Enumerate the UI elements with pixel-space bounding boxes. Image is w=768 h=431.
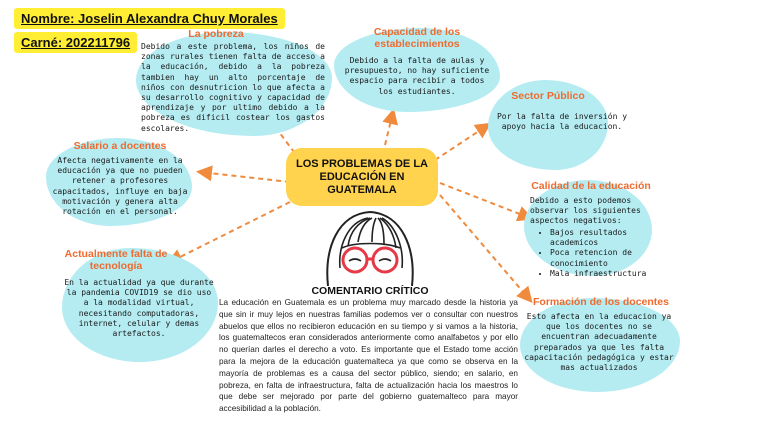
capacidad-title-line-2: establecimientos	[374, 38, 460, 50]
capacidad-bubble	[334, 28, 500, 112]
tecnologia-bubble	[62, 248, 218, 362]
calidad-bubble	[524, 180, 652, 276]
formacion-text: Esto afecta en la educacion ya que los d…	[524, 312, 674, 373]
salario-bubble	[46, 138, 192, 226]
arrow-to-formacion	[439, 194, 533, 304]
calidad-title: Calidad de la educación	[531, 180, 651, 192]
capacidad-text: Debido a la falta de aulas y presupuesto…	[344, 56, 490, 96]
pobreza-title: La pobreza	[188, 28, 244, 40]
central-topic: LOS PROBLEMAS DE LA EDUCACIÓN EN GUATEMA…	[286, 148, 438, 206]
pobreza-bubble	[136, 32, 332, 136]
tecnologia-text: En la actualidad ya que durante la pande…	[64, 278, 214, 339]
salario-text: Afecta negativamente en la educación ya …	[52, 156, 188, 217]
central-topic-line-1: LOS PROBLEMAS DE LA	[295, 157, 428, 170]
girl-illustration-icon	[326, 210, 414, 286]
calidad-item: Poca retencion de conocimiento	[550, 248, 674, 268]
tecnologia-title-line-2: tecnología	[89, 260, 143, 272]
salario-title: Salario a docentes	[73, 140, 167, 152]
arrow-to-salario	[196, 165, 291, 183]
calidad-intro: Debido a esto podemos observar los sigui…	[530, 196, 641, 226]
arrow-to-calidad	[439, 182, 534, 222]
calidad-list: Bajos resultados academicos Poca retenci…	[536, 228, 674, 279]
central-topic-line-2: EDUCACIÓN EN	[319, 170, 405, 183]
formacion-title: Formación de los docentes	[533, 296, 669, 308]
tecnologia-title-line-1: Actualmente falta de	[64, 248, 168, 260]
arrow-to-tecnologia	[166, 197, 299, 264]
calidad-item: Bajos resultados academicos	[550, 228, 674, 248]
arrow-to-sector	[434, 122, 492, 161]
formacion-bubble	[520, 298, 680, 392]
sector-text: Por la falta de inversión y apoyo hacia …	[496, 112, 628, 132]
student-id-tag: Carné: 202211796	[14, 32, 138, 53]
capacidad-title-line-1: Capacidad de los	[373, 26, 461, 38]
student-name-tag: Nombre: Joselin Alexandra Chuy Morales	[14, 8, 285, 29]
pobreza-text: Debido a este problema, los niños de zon…	[141, 42, 325, 133]
comment-text: La educación en Guatemala es un problema…	[219, 298, 518, 414]
sector-title: Sector Público	[511, 90, 585, 102]
comment-title: COMENTARIO CRÍTICO	[311, 285, 429, 297]
capacidad-title: Capacidad de los establecimientos	[345, 26, 489, 50]
central-topic-line-3: GUATEMALA	[327, 183, 397, 196]
calidad-item: Mala infraestructura	[550, 269, 674, 279]
arrow-to-capacidad	[382, 108, 398, 146]
sector-bubble	[488, 80, 608, 170]
tecnologia-title: Actualmente falta de tecnología	[60, 248, 172, 272]
